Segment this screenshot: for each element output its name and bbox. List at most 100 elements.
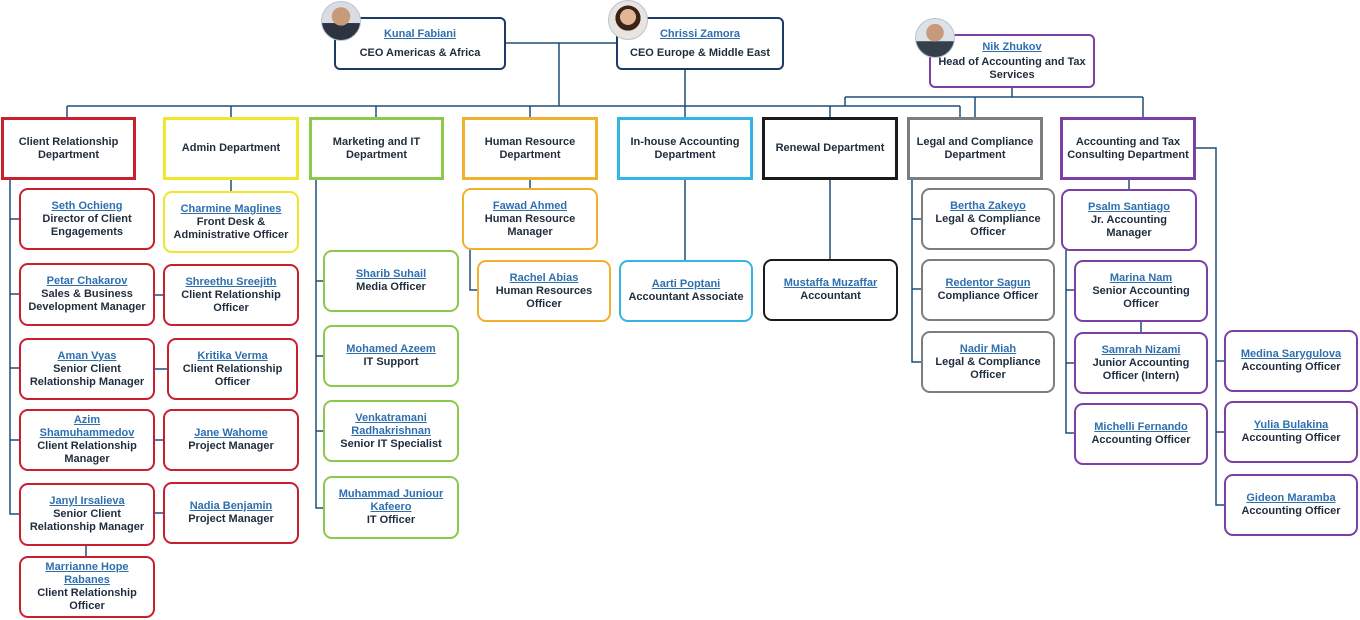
- staff-name[interactable]: Medina Sarygulova: [1240, 348, 1342, 360]
- staff-name[interactable]: Azim Shamuhammedov: [39, 414, 135, 439]
- staff-name[interactable]: Nadir Miah: [959, 342, 1017, 355]
- department-marketing-it: Marketing and IT Department: [309, 117, 444, 180]
- staff-name[interactable]: Shreethu Sreejith: [185, 275, 277, 288]
- staff-role: Jr. Accounting Manager: [1091, 213, 1167, 239]
- staff-name[interactable]: Yulia Bulakina: [1253, 419, 1329, 431]
- staff-role: Human Resource Manager: [484, 212, 576, 238]
- staff-name[interactable]: Rachel Abias: [509, 271, 579, 284]
- department-legal-compliance: Legal and Compliance Department: [907, 117, 1043, 180]
- connector: [315, 180, 323, 509]
- staff-role: Senior Client Relationship Manager: [29, 362, 145, 388]
- staff-name[interactable]: Redentor Sagun: [945, 277, 1031, 289]
- staff-name[interactable]: Psalm Santiago: [1088, 200, 1170, 213]
- staff-role: Accountant: [800, 290, 861, 302]
- staff-role: Project Manager: [188, 440, 274, 452]
- exec-role: CEO Americas & Africa: [359, 46, 481, 59]
- staff-name[interactable]: Gideon Maramba: [1246, 492, 1336, 504]
- staff-name[interactable]: Fawad Ahmed: [492, 199, 568, 212]
- staff-name[interactable]: Sharib Suhail: [355, 268, 427, 280]
- staff-name[interactable]: Mohamed Azeem: [346, 343, 436, 355]
- staff-role: Accounting Officer: [1241, 361, 1341, 373]
- exec-role: Head of Accounting and Tax Services: [938, 55, 1086, 81]
- staff-role: Senior Client Relationship Manager: [29, 508, 145, 533]
- staff-role: Legal & Compliance Officer: [935, 212, 1041, 238]
- staff-name[interactable]: Seth Ochieng: [51, 199, 123, 212]
- staff-role: Client Relationship Officer: [182, 362, 283, 388]
- staff-name[interactable]: Kritika Verma: [197, 349, 268, 362]
- staff-name[interactable]: Samrah Nizami: [1101, 343, 1181, 356]
- department-title: Client Relationship Department: [18, 135, 119, 161]
- staff-name[interactable]: Charmine Maglines: [180, 202, 282, 215]
- staff-role: Front Desk & Administrative Officer: [173, 215, 289, 241]
- department-admin: Admin Department: [163, 117, 299, 180]
- connector: [1196, 147, 1224, 506]
- exec-name[interactable]: Chrissi Zamora: [659, 27, 741, 40]
- staff-name[interactable]: Aarti Poptani: [651, 278, 721, 290]
- staff-role: Client Relationship Manager: [37, 440, 137, 465]
- staff-role: Media Officer: [356, 281, 426, 293]
- staff-role: Senior IT Specialist: [340, 437, 442, 450]
- staff-name[interactable]: Marrianne Hope Rabanes: [45, 561, 129, 586]
- department-title: Accounting and Tax Consulting Department: [1067, 135, 1189, 161]
- staff-role: Senior Accounting Officer: [1092, 284, 1190, 310]
- staff-name[interactable]: Aman Vyas: [57, 349, 117, 362]
- staff-role: Compliance Officer: [937, 290, 1039, 302]
- staff-name[interactable]: Venkatramani Radhakrishnan: [351, 411, 431, 437]
- staff-name[interactable]: Bertha Zakeyo: [950, 199, 1026, 212]
- department-title: Legal and Compliance Department: [916, 135, 1034, 161]
- department-human-resource: Human Resource Department: [462, 117, 598, 180]
- staff-name[interactable]: Mustaffa Muzaffar: [783, 277, 878, 289]
- department-title: Admin Department: [181, 142, 281, 154]
- department-title: Human Resource Department: [484, 135, 576, 161]
- staff-name[interactable]: Janyl Irsalieva: [49, 495, 125, 507]
- connector: [9, 180, 19, 515]
- exec-name[interactable]: Kunal Fabiani: [383, 27, 457, 40]
- avatar-photo: [608, 0, 648, 40]
- department-title: Renewal Department: [775, 142, 885, 154]
- exec-role: CEO Europe & Middle East: [630, 46, 770, 59]
- staff-name[interactable]: Nadia Benjamin: [189, 500, 273, 512]
- staff-role: IT Support: [363, 356, 419, 368]
- department-title: Marketing and IT Department: [332, 135, 421, 161]
- exec-card-kunal-fabiani: Kunal Fabiani CEO Americas & Africa: [334, 17, 506, 70]
- staff-role: Legal & Compliance Officer: [935, 355, 1041, 381]
- staff-name[interactable]: Jane Wahome: [194, 427, 268, 439]
- staff-role: Accounting Officer: [1091, 434, 1191, 446]
- staff-role: Client Relationship Officer: [181, 288, 281, 314]
- staff-name[interactable]: Marina Nam: [1109, 271, 1173, 284]
- staff-role: Accounting Officer: [1241, 432, 1341, 444]
- staff-name[interactable]: Petar Chakarov: [46, 275, 128, 287]
- avatar-photo: [915, 18, 955, 58]
- staff-role: Sales & Business Development Manager: [28, 288, 146, 313]
- connector: [911, 180, 921, 363]
- staff-role: Accounting Officer: [1241, 505, 1341, 517]
- staff-name[interactable]: Muhammad Juniour Kafeero: [338, 488, 444, 513]
- department-title: In-house Accounting Department: [630, 135, 740, 161]
- exec-name[interactable]: Nik Zhukov: [982, 40, 1042, 53]
- connector: [1065, 250, 1074, 434]
- avatar-photo: [321, 1, 361, 41]
- staff-role: Accountant Associate: [628, 291, 744, 303]
- staff-name[interactable]: Michelli Fernando: [1094, 421, 1188, 433]
